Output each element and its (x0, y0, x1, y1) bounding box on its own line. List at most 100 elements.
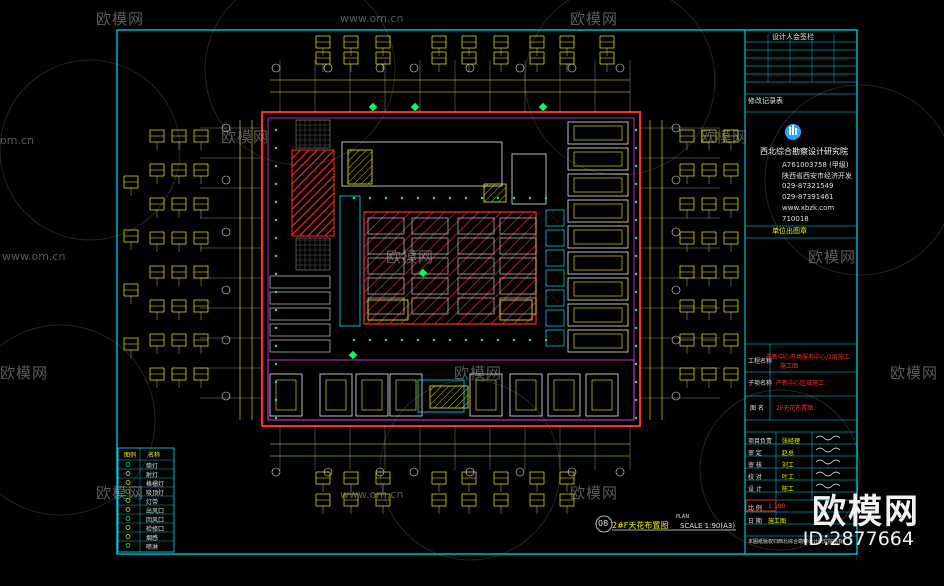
room-ceiling (573, 151, 623, 167)
room (567, 173, 629, 197)
room-ceiling (553, 379, 575, 411)
downlight (274, 182, 278, 186)
plan-number: 08 (598, 519, 609, 528)
room-cell (499, 217, 537, 235)
drawing-name-label: 图 名 (750, 405, 764, 412)
legend-symbol (125, 525, 131, 530)
grid-bubble (221, 391, 231, 401)
downlight (634, 308, 638, 312)
downlight (634, 254, 638, 258)
downlight (274, 308, 278, 312)
downlight (544, 338, 548, 342)
zip-code: 710018 (782, 215, 809, 223)
room (567, 329, 629, 353)
signature (815, 435, 841, 441)
signature (815, 483, 841, 489)
institute-name: 西北综合勘察设计研究院 (760, 147, 848, 156)
grid-bubble (465, 63, 475, 73)
room-ceiling (573, 125, 623, 141)
room (547, 373, 581, 417)
legend-label: 灯带 (146, 499, 159, 506)
legend-symbol (125, 498, 131, 503)
downlight (512, 338, 516, 342)
grid-bubble (515, 467, 525, 477)
legend-box (117, 447, 175, 553)
downlight (368, 338, 372, 342)
downlight (400, 338, 404, 342)
watermark-site: www.om.cn (2, 250, 66, 263)
annotation-tags (123, 35, 739, 514)
room (567, 199, 629, 223)
watermark-logo: 欧模网 (0, 364, 49, 382)
room-ceiling (361, 379, 383, 411)
watermark-site: www.om.cn (340, 12, 404, 25)
phone-1: 029-87321549 (782, 182, 834, 190)
room-ceiling (573, 333, 623, 349)
watermark-logo: 欧模网 (700, 128, 749, 146)
downlight (274, 164, 278, 168)
title-block-grid (745, 34, 857, 537)
brand-id-text: ID:2877664 (802, 528, 914, 550)
room-ceiling (475, 379, 497, 411)
room-ceiling (573, 307, 623, 323)
downlight (464, 196, 468, 200)
downlight (384, 338, 388, 342)
room-cell (457, 297, 495, 315)
room-cell (457, 217, 495, 235)
project-name-label: 工程名称 (748, 358, 773, 365)
room (417, 379, 465, 413)
copyright-footer: 本图纸版权归西北综合勘察设计研究院所有 (748, 539, 844, 545)
room-ceiling (395, 379, 417, 411)
downlight (274, 272, 278, 276)
room-ceiling (325, 379, 347, 411)
room (545, 309, 565, 327)
signoff-role: 校 对 (748, 474, 762, 481)
legend-label: 回风口 (146, 517, 165, 524)
grid-bubble (323, 63, 333, 73)
room-cell (499, 257, 537, 275)
project-sub-value: 施工图 (780, 363, 799, 370)
room-cell (499, 277, 537, 295)
grid-bubble (221, 227, 231, 237)
room-cell (367, 217, 405, 235)
central-room-grid (367, 217, 537, 321)
room (269, 339, 331, 353)
downlight (274, 236, 278, 240)
room-cell (367, 277, 405, 295)
website: www.xbzk.com (782, 204, 835, 212)
watermark-logo: 欧模网 (96, 484, 145, 502)
watermark-logo: 欧模网 (890, 364, 939, 382)
downlight (480, 338, 484, 342)
downlight (448, 338, 452, 342)
sub-item-label: 子项名称 (748, 380, 773, 387)
room (269, 275, 331, 289)
central-area (363, 211, 537, 325)
room-cell (411, 297, 449, 315)
legend-label: 出风口 (146, 508, 165, 515)
downlight (274, 416, 278, 420)
room-ceiling (275, 379, 297, 411)
downlight (274, 146, 278, 150)
grid-bubble (615, 467, 625, 477)
corridor (339, 195, 361, 327)
signoff-name: 张经理 (782, 438, 801, 445)
cert-number: A761003758 (甲级) (782, 161, 849, 169)
grid-bubble (221, 175, 231, 185)
grid-bubble (221, 335, 231, 345)
room (585, 373, 619, 417)
grid-bubble (615, 63, 625, 73)
revision-label: 修改记录表 (748, 97, 783, 105)
title-block-caption: 设计人会签栏 (772, 33, 814, 41)
sub-item-value: 产新中心区域施工 (776, 380, 825, 387)
room-cell (457, 277, 495, 295)
downlight (480, 196, 484, 200)
grid-bubble (271, 63, 281, 73)
smoke-detector (410, 102, 420, 112)
grid-bubble (515, 63, 525, 73)
legend-title-left: 图例 (124, 452, 137, 459)
downlight (496, 196, 500, 200)
room (355, 373, 389, 417)
legend-rows (118, 448, 174, 552)
